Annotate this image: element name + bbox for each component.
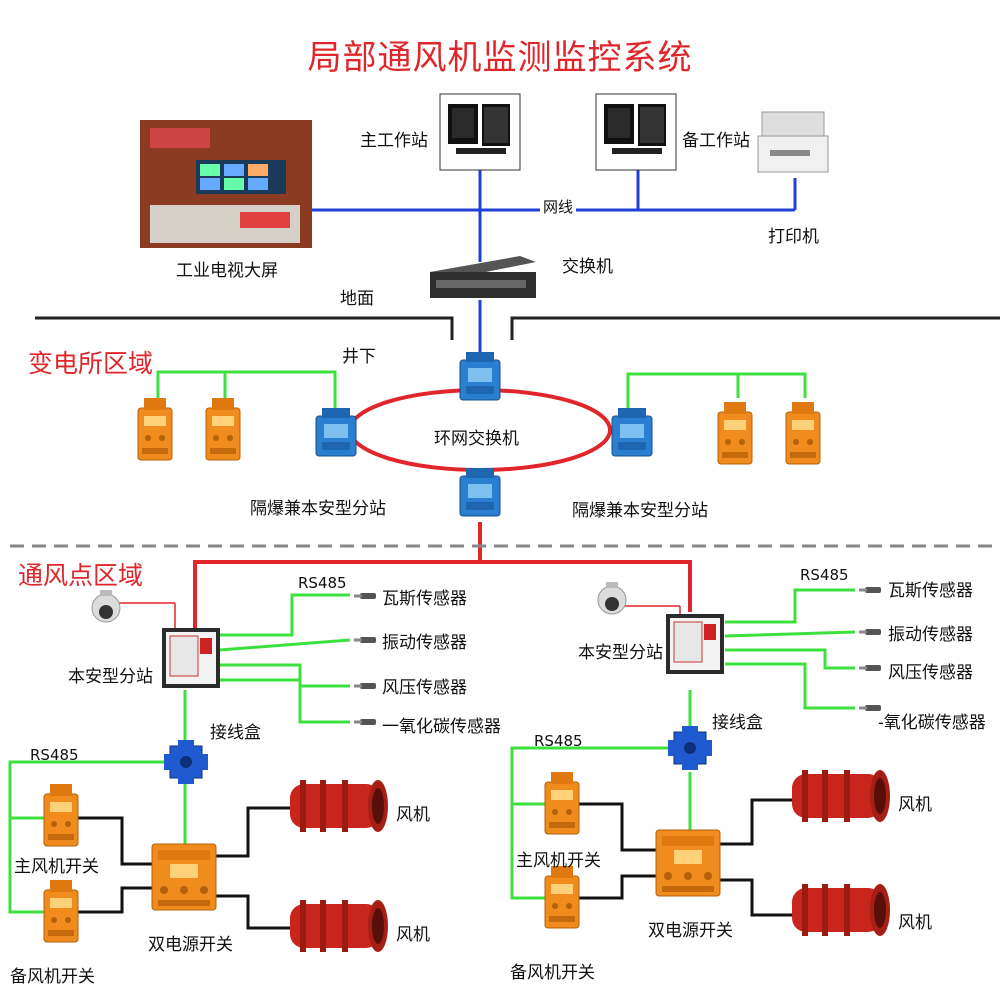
left-fan-2-label: 风机 — [396, 925, 430, 945]
right-fan-1-label: 风机 — [898, 795, 932, 815]
main-workstation-icon — [439, 93, 521, 171]
substation-right-box — [611, 407, 653, 457]
left-sensor-gas: 瓦斯传感器 — [382, 589, 467, 609]
left-station-label: 本安型分站 — [68, 667, 153, 687]
left-sensor-co: 一氧化碳传感器 — [382, 717, 501, 737]
left-sensor-pressure: 风压传感器 — [382, 678, 467, 698]
left-fan-1-label: 风机 — [396, 805, 430, 825]
right-rs485-top: RS485 — [800, 566, 849, 584]
printer-label: 打印机 — [768, 227, 819, 247]
right-sensor-co: -氧化碳传感器 — [878, 713, 986, 733]
right-dual-power-label: 双电源开关 — [648, 921, 733, 941]
switch-icon — [430, 256, 536, 298]
ventilation-area-label: 通风点区域 — [18, 561, 144, 590]
left-rs485-top: RS485 — [298, 574, 347, 592]
right-backup-fan-switch-label: 备风机开关 — [510, 963, 595, 983]
substation-device-1 — [137, 397, 173, 461]
vent-group-right — [510, 581, 890, 936]
substation-device-3 — [717, 401, 753, 465]
network-cable-label: 网线 — [540, 196, 577, 217]
substation-field-lines — [156, 370, 807, 410]
substation-area-label: 变电所区域 — [28, 349, 154, 378]
right-sensor-gas: 瓦斯传感器 — [888, 581, 973, 601]
substation-device-2 — [205, 397, 241, 461]
video-wall-label: 工业电视大屏 — [176, 261, 278, 281]
right-sensor-pressure: 风压传感器 — [888, 663, 973, 683]
main-workstation-label: 主工作站 — [360, 131, 428, 151]
right-junction-label: 接线盒 — [712, 713, 763, 733]
left-backup-fan-switch-label: 备风机开关 — [10, 967, 95, 987]
left-dual-power-label: 双电源开关 — [148, 935, 233, 955]
right-sensor-vibration: 振动传感器 — [888, 625, 973, 645]
right-main-fan-switch-label: 主风机开关 — [516, 851, 601, 871]
left-rs485-bottom: RS485 — [30, 746, 79, 764]
ring-switch-label: 环网交换机 — [434, 429, 519, 449]
ground-label: 地面 — [340, 289, 374, 309]
printer-icon — [757, 111, 829, 173]
underground-label: 井下 — [342, 347, 376, 367]
ring-switch-top — [459, 351, 501, 401]
left-main-fan-switch-label: 主风机开关 — [14, 857, 99, 877]
substation-left-label: 隔爆兼本安型分站 — [250, 499, 386, 519]
left-sensor-vibration: 振动传感器 — [382, 633, 467, 653]
backup-workstation-label: 备工作站 — [682, 131, 750, 151]
substation-right-label: 隔爆兼本安型分站 — [572, 501, 708, 521]
right-rs485-bottom: RS485 — [534, 732, 583, 750]
ring-switch-bottom — [459, 467, 501, 517]
vent-group-left — [8, 589, 388, 952]
right-fan-2-label: 风机 — [898, 913, 932, 933]
ground-line — [35, 316, 1000, 340]
page-title: 局部通风机监测监控系统 — [307, 38, 693, 78]
backup-workstation-icon — [595, 93, 677, 171]
video-wall-image — [140, 120, 312, 248]
substation-device-4 — [785, 401, 821, 465]
right-station-label: 本安型分站 — [578, 643, 663, 663]
switch-label: 交换机 — [562, 257, 613, 277]
left-junction-label: 接线盒 — [210, 723, 261, 743]
substation-left-box — [315, 407, 357, 457]
